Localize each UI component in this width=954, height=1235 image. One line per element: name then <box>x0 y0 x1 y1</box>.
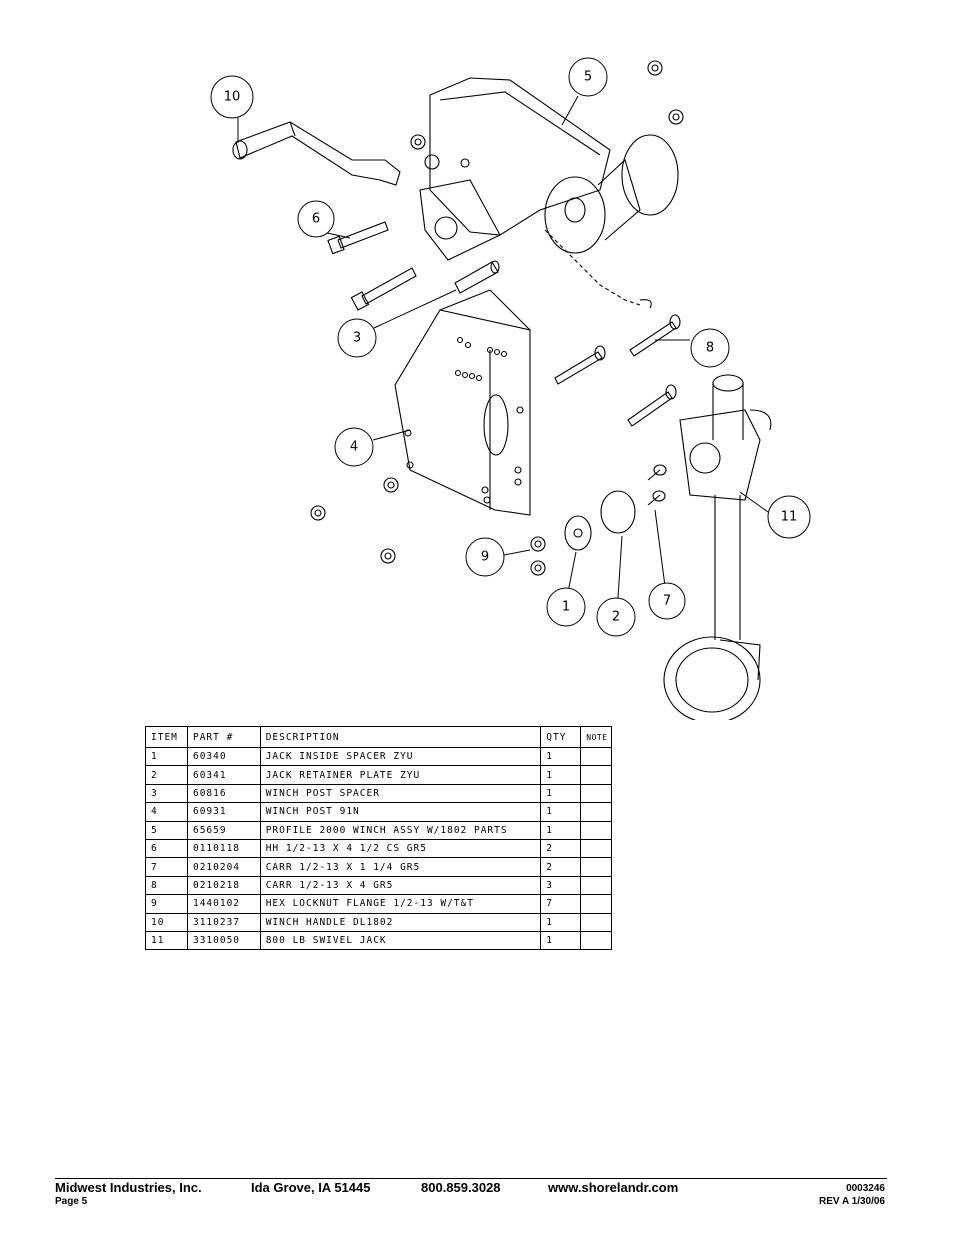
cell-qty: 7 <box>540 894 582 914</box>
cell-item: 6 <box>145 838 188 859</box>
cell-note <box>580 783 612 804</box>
header-part-number: PART # <box>186 726 261 748</box>
cell-part-number: 0110118 <box>186 838 261 859</box>
cell-note <box>580 838 612 859</box>
page-number: Page 5 <box>55 1196 88 1207</box>
winch-post-part <box>394 289 531 516</box>
cell-note <box>580 746 612 767</box>
cell-description: WINCH POST 91N <box>259 802 542 822</box>
cell-item: 5 <box>145 820 188 840</box>
callout-label: 4 <box>350 440 358 455</box>
cell-qty: 3 <box>540 875 582 896</box>
cell-part-number: 65659 <box>186 820 261 840</box>
cell-description: HEX LOCKNUT FLANGE 1/2-13 W/T&T <box>259 894 542 914</box>
footer-divider <box>55 1178 887 1179</box>
company-phone: 800.859.3028 <box>421 1180 501 1195</box>
cell-qty: 1 <box>540 765 582 785</box>
cell-description: WINCH POST SPACER <box>259 783 542 804</box>
cell-qty: 1 <box>540 930 582 951</box>
cell-note <box>580 912 612 932</box>
cell-description: JACK RETAINER PLATE ZYU <box>259 765 542 785</box>
table-header-row: ITEM PART # DESCRIPTION QTY NOTE <box>145 726 612 748</box>
callout-label: 5 <box>584 70 592 85</box>
cell-part-number: 60340 <box>186 746 261 767</box>
cell-note <box>580 820 612 840</box>
header-qty: QTY <box>540 726 582 748</box>
document-number: 0003246 <box>846 1183 885 1194</box>
callout-label: 7 <box>663 594 671 609</box>
cell-item: 11 <box>145 930 188 951</box>
cell-qty: 1 <box>540 746 582 767</box>
cell-part-number: 60816 <box>186 783 261 804</box>
header-description: DESCRIPTION <box>259 726 542 748</box>
callout-label: 8 <box>706 341 714 356</box>
cell-description: JACK INSIDE SPACER ZYU <box>259 746 542 767</box>
cell-description: WINCH HANDLE DL1802 <box>259 912 542 932</box>
cell-description: PROFILE 2000 WINCH ASSY W/1802 PARTS <box>259 820 542 840</box>
cell-description: 800 LB SWIVEL JACK <box>259 930 542 951</box>
swivel-jack-part <box>663 374 772 720</box>
cell-note <box>580 857 612 877</box>
cell-note <box>580 802 612 822</box>
cell-item: 1 <box>145 746 188 767</box>
cell-qty: 1 <box>540 783 582 804</box>
winch-handle-part <box>232 121 401 186</box>
revision-date: REV A 1/30/06 <box>819 1196 885 1207</box>
company-name: Midwest Industries, Inc. <box>55 1180 202 1195</box>
cell-note <box>580 930 612 951</box>
company-website[interactable]: www.shorelandr.com <box>548 1180 679 1195</box>
cell-item: 2 <box>145 765 188 785</box>
cell-part-number: 0210204 <box>186 857 261 877</box>
exploded-parts-diagram: 10 5 6 3 8 4 11 9 1 2 7 <box>210 57 811 720</box>
callout-label: 11 <box>781 510 798 525</box>
cell-qty: 1 <box>540 820 582 840</box>
callout-label: 3 <box>353 331 361 346</box>
cell-item: 9 <box>145 894 188 914</box>
callout-label: 10 <box>224 90 241 105</box>
cell-description: CARR 1/2-13 X 4 GR5 <box>259 875 542 896</box>
company-location: Ida Grove, IA 51445 <box>251 1180 371 1195</box>
callout-label: 9 <box>481 550 489 565</box>
callout-label: 6 <box>312 212 320 227</box>
cell-item: 10 <box>145 912 188 932</box>
cell-qty: 2 <box>540 838 582 859</box>
cell-item: 7 <box>145 857 188 877</box>
callout-label: 1 <box>562 600 570 615</box>
cell-item: 3 <box>145 783 188 804</box>
cell-note <box>580 875 612 896</box>
cell-note <box>580 894 612 914</box>
cell-qty: 2 <box>540 857 582 877</box>
winch-assembly-part <box>410 77 679 309</box>
cell-part-number: 60341 <box>186 765 261 785</box>
header-item: ITEM <box>145 726 188 748</box>
cell-part-number: 60931 <box>186 802 261 822</box>
cell-description: HH 1/2-13 X 4 1/2 CS GR5 <box>259 838 542 859</box>
cell-part-number: 1440102 <box>186 894 261 914</box>
cell-qty: 1 <box>540 802 582 822</box>
cell-item: 8 <box>145 875 188 896</box>
cell-qty: 1 <box>540 912 582 932</box>
callout-label: 2 <box>612 610 620 625</box>
cell-item: 4 <box>145 802 188 822</box>
header-note: NOTE <box>580 726 612 748</box>
cell-part-number: 0210218 <box>186 875 261 896</box>
cell-description: CARR 1/2-13 X 1 1/4 GR5 <box>259 857 542 877</box>
cell-note <box>580 765 612 785</box>
cell-part-number: 3310050 <box>186 930 261 951</box>
cell-part-number: 3110237 <box>186 912 261 932</box>
